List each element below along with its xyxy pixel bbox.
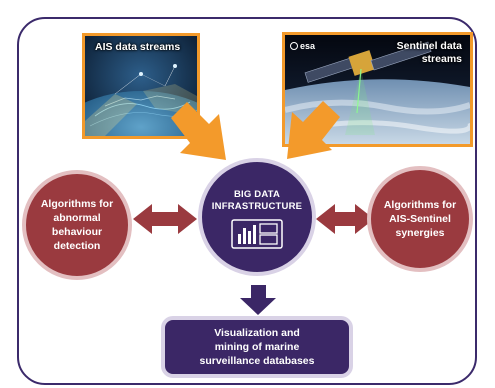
visualization-mining-node: Visualization and mining of marine surve… bbox=[161, 316, 353, 378]
visualization-mining-label: Visualization and mining of marine surve… bbox=[199, 327, 315, 367]
esa-logo: esa bbox=[290, 41, 315, 51]
dashboard-icon bbox=[231, 219, 283, 249]
ais-sentinel-synergies-label: Algorithms for AIS-Sentinel synergies bbox=[383, 199, 457, 239]
big-data-infrastructure-node: BIG DATA INFRASTRUCTURE bbox=[198, 158, 316, 276]
left-double-arrow bbox=[133, 204, 197, 234]
center-to-bottom-arrow bbox=[240, 285, 276, 315]
ais-photo-label: AIS data streams bbox=[95, 41, 181, 53]
ais-sentinel-synergies-node: Algorithms for AIS-Sentinel synergies bbox=[367, 166, 473, 272]
big-data-infrastructure-label: BIG DATA INFRASTRUCTURE bbox=[211, 189, 303, 212]
esa-logo-mark bbox=[290, 42, 298, 50]
abnormal-behaviour-detection-node: Algorithms for abnormal behaviour detect… bbox=[22, 170, 132, 280]
esa-logo-text: esa bbox=[300, 41, 316, 51]
right-double-arrow bbox=[316, 204, 374, 234]
ais-to-center-arrow bbox=[171, 102, 226, 160]
abnormal-behaviour-detection-label: Algorithms for abnormal behaviour detect… bbox=[40, 198, 114, 252]
sentinel-photo-label: Sentinel data streams bbox=[396, 40, 462, 65]
sentinel-to-center-arrow bbox=[287, 101, 340, 159]
